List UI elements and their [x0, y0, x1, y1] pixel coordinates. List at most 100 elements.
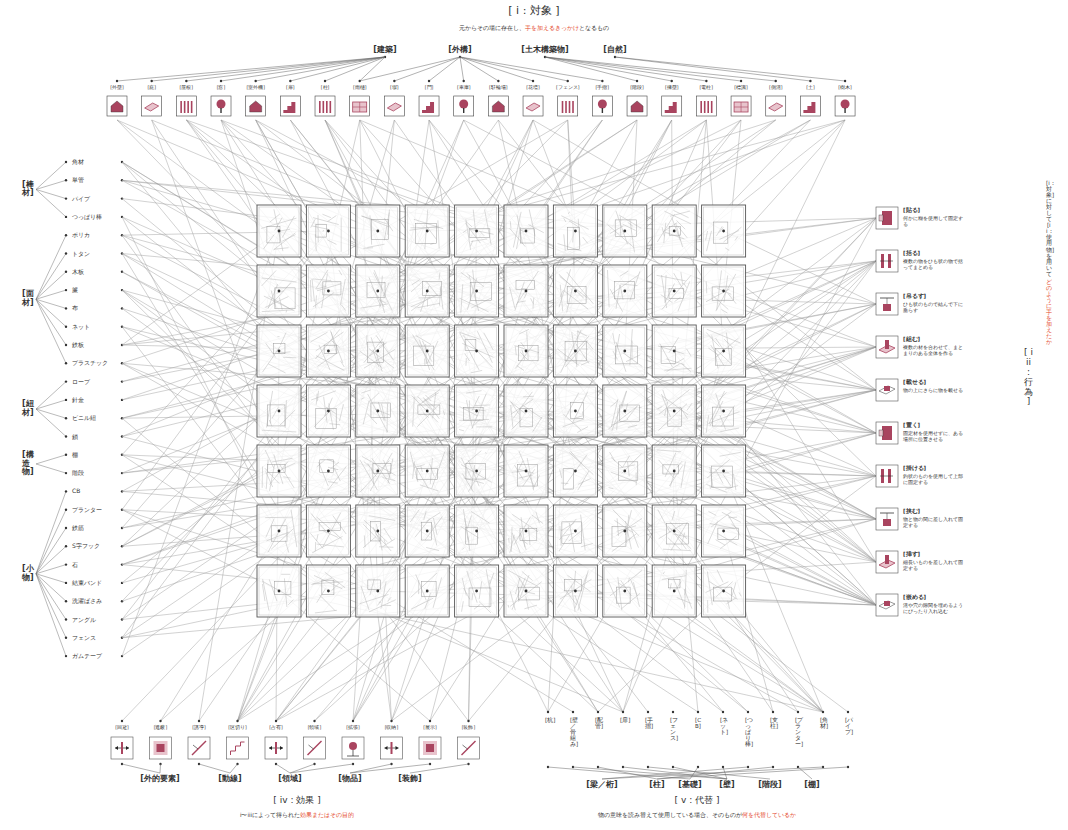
sketch-line	[277, 336, 279, 337]
node-dot	[597, 711, 599, 713]
sketch-line	[670, 522, 687, 539]
leader-line	[427, 261, 876, 471]
object-icon	[562, 101, 564, 113]
sketch-line	[461, 526, 479, 538]
sketch-line	[316, 332, 344, 351]
leader-line	[238, 351, 625, 721]
sketch-line	[329, 424, 340, 425]
node-dot	[673, 590, 676, 593]
sketch-line	[376, 524, 382, 550]
sketch-shape	[370, 521, 380, 541]
sketch-line	[560, 469, 562, 478]
sketch-shape	[516, 280, 534, 289]
leader-line	[378, 291, 876, 519]
sketch-line	[665, 275, 666, 302]
object-icon	[711, 101, 713, 113]
photo-frame	[455, 325, 499, 377]
sketch-line	[490, 573, 494, 584]
sketch-line	[661, 394, 670, 417]
icon-label: [標識]	[734, 85, 748, 90]
material-label: 洗濯ばさみ	[72, 597, 102, 604]
category-line	[460, 57, 498, 81]
bracket-line	[36, 235, 66, 299]
sketch-shape	[466, 527, 478, 544]
sketch-line	[327, 240, 336, 245]
sketch-shape	[469, 588, 491, 607]
group-label: [小物]	[22, 565, 30, 583]
sketch-shape	[271, 526, 287, 541]
group-label: [階段]	[758, 780, 781, 790]
sketch-line	[665, 232, 685, 239]
sketch-line	[319, 595, 335, 611]
sketch-line	[623, 353, 642, 367]
sketch-line	[508, 605, 509, 608]
object-icon	[769, 103, 783, 111]
leader-line	[477, 120, 672, 471]
action-description: 何かに糊を使用して固定する	[903, 215, 967, 227]
photo-frame	[407, 327, 447, 375]
effect-icon	[353, 750, 354, 756]
icon-frame	[662, 96, 682, 116]
photo-frame	[405, 385, 449, 437]
sketch-line	[471, 298, 491, 308]
node-dot	[722, 410, 725, 413]
sketch-line	[577, 331, 587, 336]
photo-frame	[257, 385, 301, 437]
leader-line	[256, 120, 477, 591]
sketch-line	[515, 578, 519, 594]
sketch-line	[432, 452, 445, 489]
node-dot	[426, 410, 429, 413]
sketch-line	[262, 310, 294, 312]
sketch-line	[716, 469, 724, 483]
sketch-line	[267, 532, 290, 541]
photo-frame	[457, 267, 497, 315]
sketch-line	[262, 581, 291, 597]
node-dot	[278, 410, 281, 413]
bracket-line	[36, 290, 66, 299]
sketch-line	[384, 460, 391, 479]
sketch-line	[410, 227, 439, 228]
category-line	[221, 57, 385, 81]
node-dot	[426, 350, 429, 353]
leader-line	[117, 120, 674, 531]
sketch-line	[563, 533, 574, 536]
icon-label: [外壁]	[110, 85, 124, 90]
sketch-line	[463, 408, 487, 411]
sketch-line	[709, 391, 725, 424]
sketch-line	[511, 405, 513, 427]
sketch-line	[420, 485, 439, 491]
icon-frame	[835, 96, 855, 116]
photo-frame	[704, 507, 744, 555]
substitute-label: [壁／骨組み]	[570, 717, 576, 747]
sketch-line	[658, 404, 687, 431]
object-icon	[803, 102, 815, 113]
category-line	[360, 57, 385, 81]
leader-line	[427, 411, 623, 712]
leader-line	[378, 411, 748, 712]
photo-frame	[407, 267, 447, 315]
leader-line	[122, 327, 279, 531]
effect-icon	[309, 745, 314, 749]
sketch-line	[461, 464, 492, 482]
node-dot	[673, 530, 676, 533]
icon-frame	[419, 737, 441, 759]
sketch-line	[519, 451, 534, 487]
object-icon	[387, 103, 401, 111]
photo-frame	[654, 447, 694, 495]
sketch-line	[720, 428, 739, 432]
action-heading: [吊るす]	[903, 293, 926, 300]
substitute-label: [つっぱり棒]	[745, 717, 751, 747]
sketch-line	[286, 310, 288, 312]
object-icon	[187, 101, 189, 113]
sketch-shape	[563, 469, 574, 489]
material-label: 簾	[72, 286, 78, 293]
action-icon	[884, 386, 890, 391]
sketch-line	[725, 248, 729, 250]
sketch-line	[473, 210, 476, 238]
leader-line	[122, 291, 477, 583]
sketch-line	[527, 458, 533, 490]
leader-line	[122, 351, 279, 382]
icon-frame	[246, 96, 266, 116]
icon-label: [回避]	[114, 725, 130, 730]
node-dot	[65, 197, 67, 199]
